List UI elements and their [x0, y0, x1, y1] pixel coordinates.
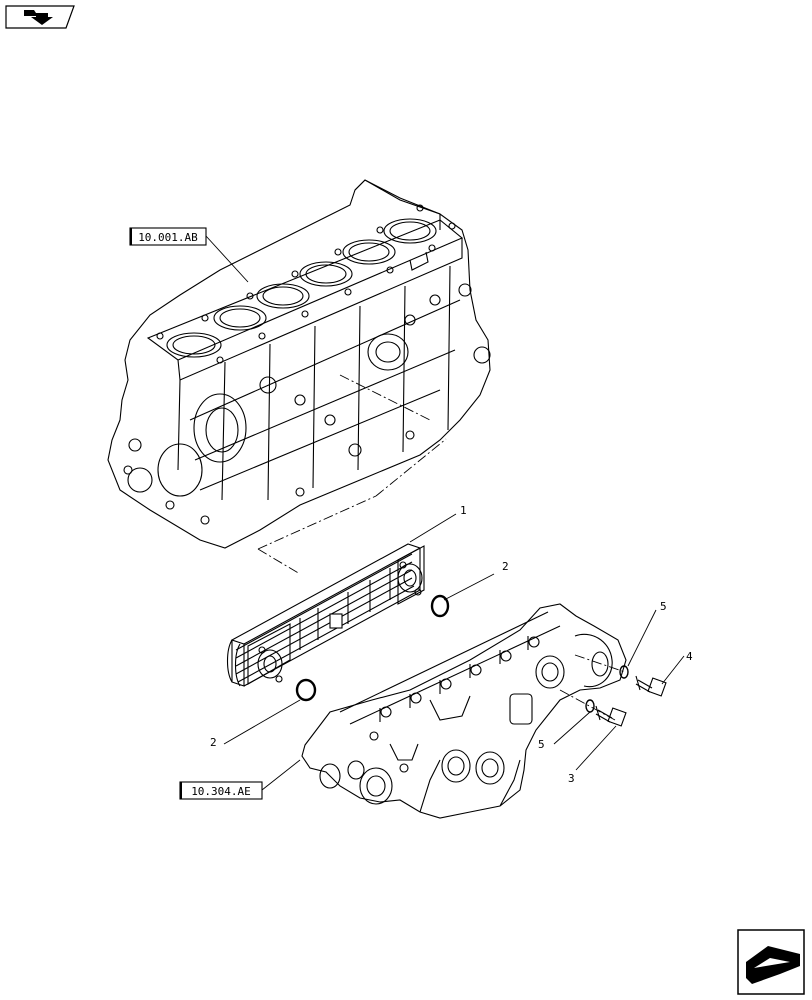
callout-screw-lower: 3: [568, 772, 575, 785]
next-page-arrow-icon[interactable]: [737, 929, 805, 995]
assembly-center-lines: [257, 374, 626, 721]
washer-lower: [585, 699, 595, 713]
seal-ring-lower: [295, 678, 317, 702]
reference-box-engine-block[interactable]: 10.001.AB: [129, 227, 207, 246]
leader-lines: [205, 235, 685, 791]
reference-box-oil-filter-housing[interactable]: 10.304.AE: [179, 781, 263, 800]
screw-upper: [635, 675, 667, 697]
callout-washer-lower: 5: [538, 738, 545, 751]
washer-upper: [619, 665, 629, 679]
oil-cooler-drawing: [226, 543, 425, 687]
callout-seal-ring-upper: 2: [502, 560, 509, 573]
oil-filter-housing-drawing: [301, 603, 627, 819]
seal-ring-upper: [430, 594, 450, 618]
reference-label-oil-filter-housing: 10.304.AE: [191, 785, 251, 798]
reference-label-engine-block: 10.001.AB: [138, 231, 198, 244]
callout-washer-upper: 5: [660, 600, 667, 613]
screw-lower: [595, 705, 627, 727]
engine-block-drawing: [107, 179, 491, 549]
callout-screw-upper: 4: [686, 650, 693, 663]
callout-seal-ring-lower: 2: [210, 736, 217, 749]
navigation-arrow-icon[interactable]: [5, 5, 75, 29]
callout-oil-cooler: 1: [460, 504, 467, 517]
